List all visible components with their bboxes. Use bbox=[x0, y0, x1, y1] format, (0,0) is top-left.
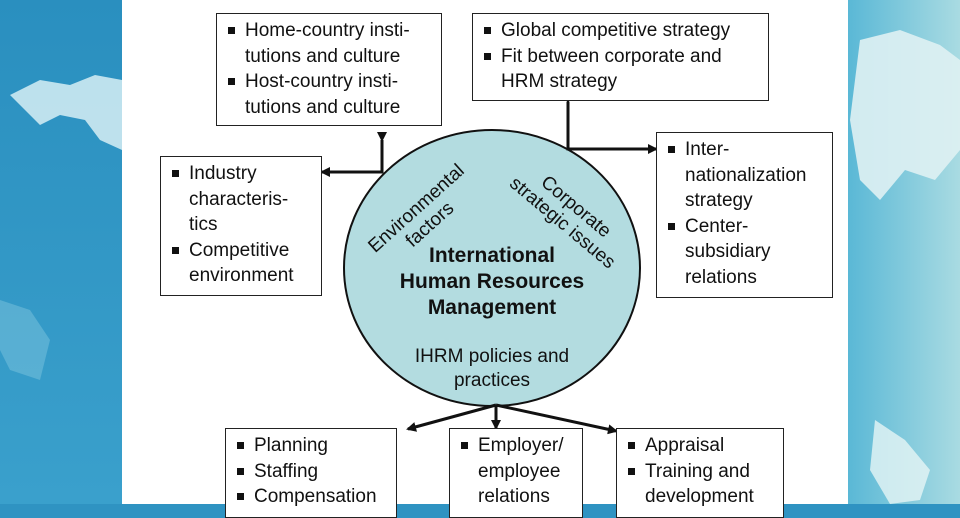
list-item: Compensation bbox=[234, 484, 390, 510]
landmass-left bbox=[10, 75, 122, 150]
landmass-right-2 bbox=[870, 420, 930, 504]
box-global-strategy: Global competitive strategy Fit between … bbox=[472, 13, 769, 101]
list-item: Global competitive strategy bbox=[481, 18, 762, 44]
list-item: Appraisal bbox=[625, 433, 777, 459]
list-item: Planning bbox=[234, 433, 390, 459]
list-item: Host-country insti-tutions and culture bbox=[225, 69, 435, 120]
landmass-right bbox=[850, 30, 960, 200]
list-item: Home-country insti-tutions and culture bbox=[225, 18, 435, 69]
box-home-host-institutions: Home-country insti-tutions and culture H… bbox=[216, 13, 442, 126]
landmass-left-2 bbox=[0, 300, 50, 380]
list-item: Staffing bbox=[234, 459, 390, 485]
world-map-background bbox=[0, 0, 960, 504]
box-planning: Planning Staffing Compensation bbox=[225, 428, 397, 518]
connector-arrows bbox=[320, 94, 658, 435]
